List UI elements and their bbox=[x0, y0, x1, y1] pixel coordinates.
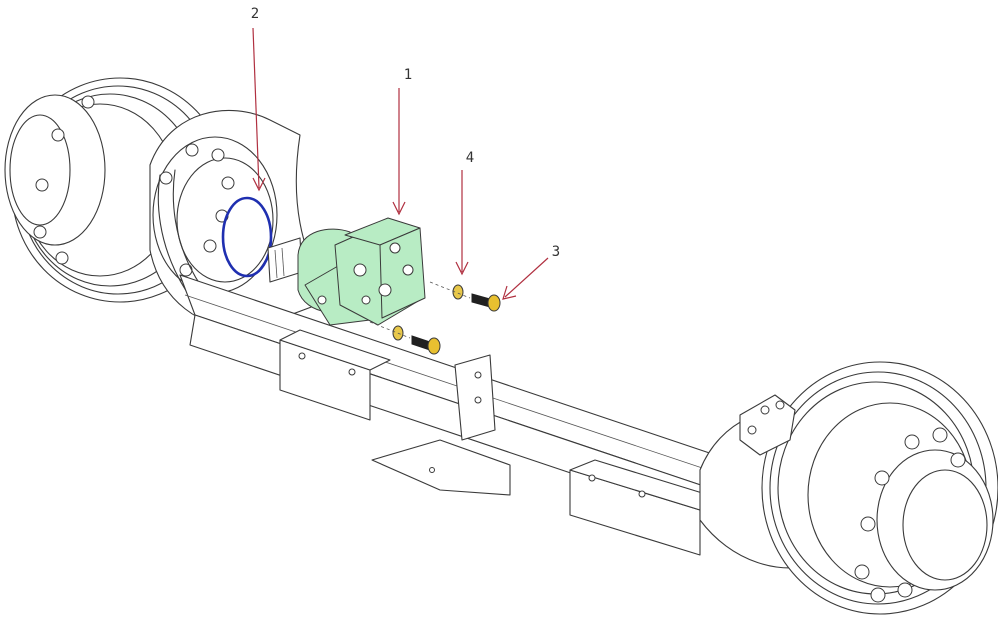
leader-3-arrow bbox=[502, 285, 517, 300]
bolt-upper bbox=[471, 293, 501, 312]
washer-upper bbox=[452, 284, 464, 300]
leader-3 bbox=[504, 257, 549, 298]
hydraulic-motor bbox=[267, 217, 426, 326]
callout-leaders bbox=[252, 27, 549, 300]
leader-1-arrow bbox=[392, 201, 406, 216]
bolt-lower bbox=[411, 335, 441, 355]
callout-label-4: 4 bbox=[466, 150, 474, 166]
right-hub-studs bbox=[854, 427, 966, 603]
left-hub-studs bbox=[33, 95, 95, 265]
leader-2-arrow bbox=[252, 177, 266, 192]
axle-beam bbox=[179, 274, 776, 556]
callout-label-2: 2 bbox=[251, 6, 259, 22]
callout-label-3: 3 bbox=[552, 244, 560, 260]
right-hub bbox=[699, 361, 998, 615]
flange-plate bbox=[149, 109, 331, 341]
callout-label-1: 1 bbox=[404, 67, 412, 83]
leader-2 bbox=[252, 27, 260, 189]
leader-4-arrow bbox=[455, 261, 469, 276]
o-ring bbox=[221, 196, 273, 278]
bolts bbox=[411, 293, 501, 355]
